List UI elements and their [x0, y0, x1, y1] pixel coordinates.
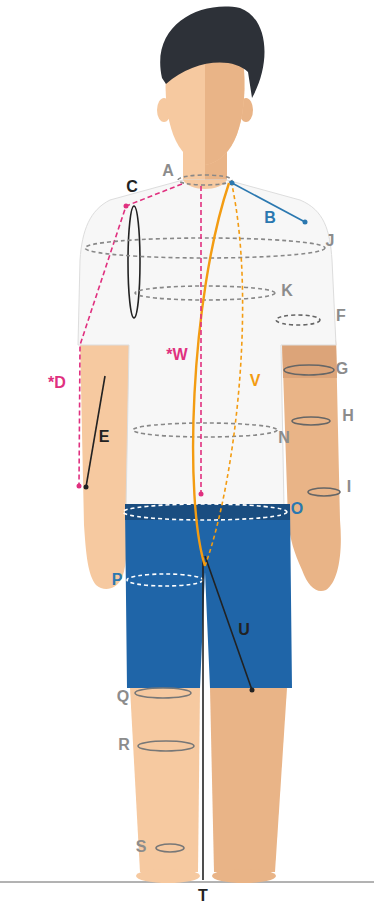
- right-leg: [210, 688, 287, 872]
- guide-dot: [199, 492, 204, 497]
- left-arm: [80, 340, 130, 589]
- torso-loop-front: [193, 183, 229, 566]
- measurement-letter: V: [248, 372, 263, 390]
- guide-dot: [230, 181, 235, 186]
- sleeve-girth: [276, 315, 320, 325]
- measurement-letter: N: [276, 429, 292, 447]
- knee-girth: [135, 688, 191, 698]
- guide-dot: [303, 220, 308, 225]
- measurement-letter: *W: [164, 346, 189, 364]
- measurement-letter: S: [134, 838, 149, 856]
- hair: [160, 7, 264, 98]
- arm-length: [79, 184, 182, 486]
- measurement-letter: *D: [46, 374, 68, 392]
- inner-leg-length: [205, 556, 252, 690]
- measurement-letter: K: [279, 282, 295, 300]
- torso-loop-back: [205, 185, 243, 566]
- ground-line: [0, 882, 374, 883]
- guide-dot: [124, 204, 129, 209]
- shirt: [78, 180, 336, 508]
- right-foot: [212, 869, 276, 883]
- measurement-letter: A: [160, 162, 176, 180]
- inseam-length: [202, 556, 204, 880]
- guide-dot: [250, 688, 255, 693]
- measurement-letter: U: [236, 621, 252, 639]
- guide-dot: [77, 484, 82, 489]
- shorts: [125, 506, 292, 688]
- measurement-letter: T: [196, 887, 210, 905]
- measurement-letter: J: [324, 232, 337, 250]
- wrist-girth: [308, 488, 340, 496]
- thigh-girth: [127, 574, 203, 586]
- measurement-letter: P: [110, 571, 125, 589]
- measurement-letter: Q: [115, 688, 131, 706]
- calf-girth: [138, 741, 194, 751]
- measurement-letter: E: [97, 428, 112, 446]
- measurement-letter: I: [345, 478, 353, 496]
- measurement-letter: H: [340, 407, 356, 425]
- chest-girth: [85, 238, 325, 258]
- neck-girth: [178, 175, 232, 185]
- elbow-girth: [292, 417, 330, 425]
- right-arm: [282, 340, 341, 591]
- measurement-letter: G: [334, 360, 350, 378]
- guide-dot: [84, 485, 89, 490]
- human-figure: [0, 7, 374, 883]
- ankle-girth: [156, 844, 184, 852]
- measurement-letter: R: [116, 736, 132, 754]
- face-shade: [205, 52, 244, 165]
- hip-girth: [123, 504, 287, 520]
- left-foot: [136, 869, 200, 883]
- measurement-letter: B: [262, 209, 278, 227]
- right-upper-arm-shade: [282, 340, 337, 378]
- bicep-girth: [284, 365, 334, 375]
- armhole-girth: [128, 206, 140, 318]
- measurement-letter: F: [334, 307, 348, 325]
- measurement-letter: C: [124, 178, 140, 196]
- waist-girth: [133, 423, 277, 437]
- measurement-guides: [77, 175, 341, 880]
- measurement-letter: O: [289, 500, 305, 518]
- left-leg: [130, 688, 200, 872]
- torso-length: [200, 186, 202, 494]
